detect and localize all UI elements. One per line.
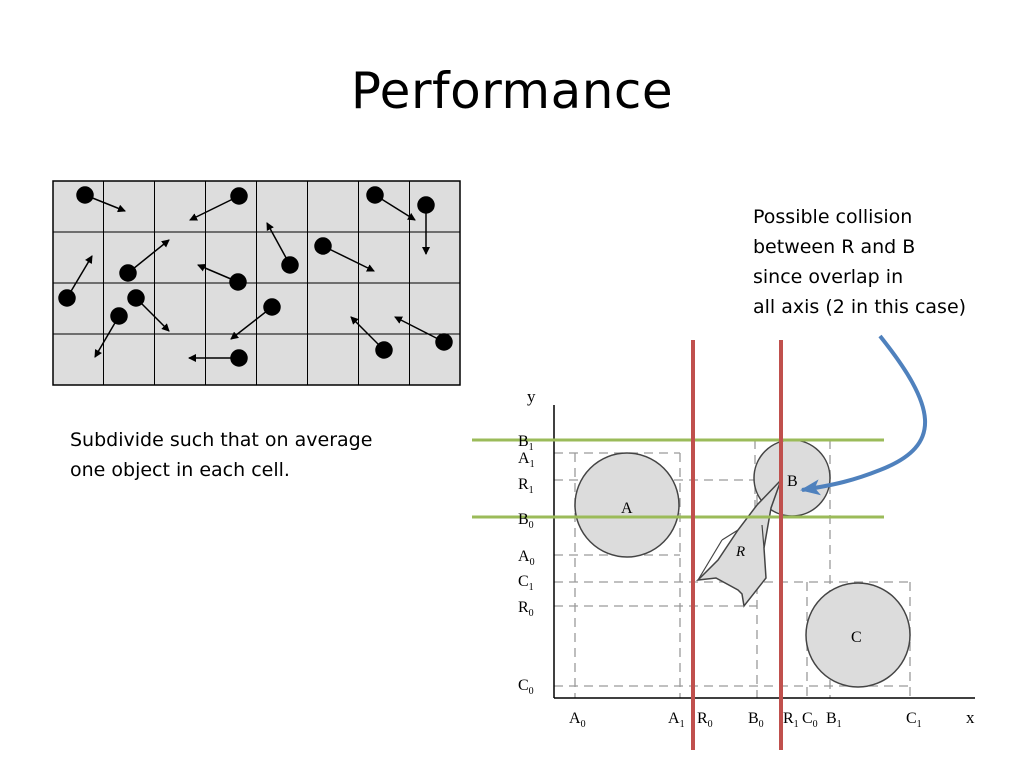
grid-caption: Subdivide such that on average one objec… (70, 425, 372, 485)
y-tick-a1: A1 (518, 450, 535, 470)
collision-note-line: all axis (2 in this case) (753, 296, 967, 318)
y-tick-b0: B0 (518, 511, 534, 531)
object-4 (417, 196, 435, 255)
x-overlap-bounds (691, 340, 783, 750)
y-tick-b1: B1 (518, 433, 534, 453)
object-14 (394, 316, 453, 351)
moving-objects (58, 186, 453, 367)
y-tick-r1: R1 (518, 476, 534, 496)
spatial-grid-figure (52, 180, 461, 386)
collision-note-line: since overlap in (753, 266, 904, 288)
object-3 (366, 186, 416, 221)
x-tick-a1: A1 (668, 710, 685, 730)
x-tick-c0: C0 (802, 710, 818, 730)
y-tick-labels: B1 A1 R1 B0 A0 C1 R0 C0 (518, 433, 535, 697)
object-11 (94, 307, 128, 358)
object-15 (188, 349, 248, 367)
y-tick-c1: C1 (518, 573, 534, 593)
object-10 (127, 289, 170, 332)
object-1 (76, 186, 126, 213)
x-tick-b1: B1 (826, 710, 842, 730)
object-b-label: B (787, 473, 798, 490)
axes (553, 405, 975, 699)
grid-caption-line: Subdivide such that on average (70, 429, 373, 451)
x-tick-r1: R1 (783, 710, 799, 730)
y-overlap-bounds (472, 438, 884, 519)
object-9 (58, 255, 93, 307)
x-tick-a0: A0 (569, 710, 586, 730)
y-tick-r0: R0 (518, 599, 534, 619)
object-c-circle (805, 582, 911, 688)
x-tick-c1: C1 (906, 710, 922, 730)
x-tick-b0: B0 (748, 710, 764, 730)
object-13 (350, 316, 393, 359)
object-7 (119, 239, 170, 282)
object-c-label: C (851, 629, 862, 646)
object-r-label: R (735, 544, 745, 560)
callout-arrow (800, 334, 928, 496)
y-tick-c0: C0 (518, 677, 534, 697)
object-a-circle (574, 452, 680, 558)
x-tick-labels: A0 A1 R0 B0 R1 C0 B1 C1 (569, 710, 922, 730)
object-r-rocket (695, 479, 782, 608)
slide-title: Performance (350, 62, 674, 120)
object-a-label: A (621, 500, 633, 517)
object-6 (314, 237, 375, 272)
x-tick-r0: R0 (697, 710, 713, 730)
object-2 (189, 187, 248, 221)
object-12 (230, 298, 281, 340)
collision-note-line: Possible collision (753, 206, 913, 228)
object-8 (197, 264, 247, 291)
collision-note: Possible collision between R and B since… (753, 202, 966, 322)
grid-caption-line: one object in each cell. (70, 459, 290, 481)
y-axis-label: y (527, 387, 536, 406)
x-axis-label: x (966, 708, 975, 727)
object-5 (266, 222, 299, 274)
y-tick-a0: A0 (518, 548, 535, 568)
collision-note-line: between R and B (753, 236, 916, 258)
object-r-fins (697, 524, 765, 581)
